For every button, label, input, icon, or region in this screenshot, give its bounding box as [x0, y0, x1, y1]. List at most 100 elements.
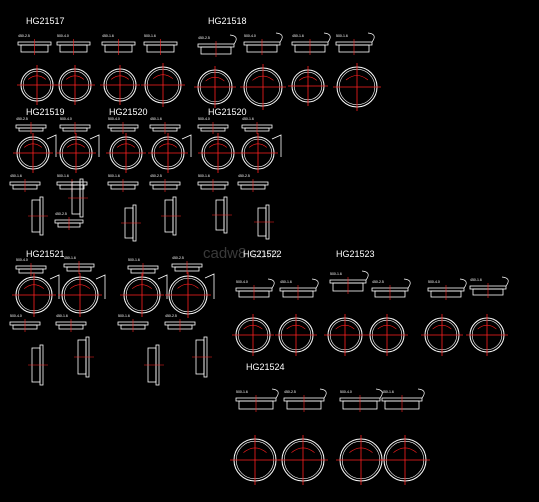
dimension-label: 450-2.5 [198, 36, 210, 40]
manhole-elevation-view: 450-1.6 [9, 174, 41, 192]
handle-arc [28, 75, 46, 80]
manhole-elevation-view: 450-1.6 [149, 117, 181, 134]
handle-arc [349, 447, 373, 453]
dimension-label: 450-2.5 [372, 280, 384, 284]
manhole-elevation-view: 450-2.5 [54, 212, 84, 230]
manhole-side-view [212, 196, 232, 234]
handle-arc [477, 324, 497, 330]
dimension-label: 500-1.6 [330, 272, 342, 276]
handle-arc [131, 284, 153, 289]
manhole-plan-view [194, 66, 236, 108]
manhole-elevation-view: 500-4.0 [9, 314, 41, 332]
davit-arm [319, 388, 327, 399]
manhole-elevation-view: 500-1.6 [143, 34, 178, 55]
dimension-label: 450-2.5 [284, 390, 296, 394]
manhole-elevation-view: 450-1.6 [381, 388, 425, 412]
group-title-hg21519: HG21519 [26, 107, 65, 117]
manhole-plan-view [336, 435, 386, 485]
manhole-elevation-view: 500-4.0 [107, 117, 139, 134]
manhole-elevation-view: 450-1.6 [63, 256, 95, 274]
davit-arm [267, 278, 275, 289]
dimension-label: 450-2.5 [18, 34, 30, 38]
dimension-label: 450-1.6 [280, 280, 292, 284]
dimension-label: 500-4.0 [340, 390, 352, 394]
group-title-hg21518: HG21518 [208, 16, 247, 26]
handle-arc [243, 324, 263, 330]
manhole-plan-view [278, 435, 328, 485]
manhole-elevation-view: 500-4.0 [427, 278, 467, 300]
handle-arc [159, 143, 177, 148]
handle-arc [432, 324, 452, 330]
dimension-label: 500-4.0 [108, 117, 120, 121]
dimension-label: 500-4.0 [10, 314, 22, 318]
watermark-text: cadw8.com [203, 245, 279, 262]
manhole-plan-view [17, 65, 57, 105]
manhole-elevation-view: 450-2.5 [17, 34, 52, 55]
dimension-label: 500-4.0 [428, 280, 440, 284]
dimension-label: 500-1.6 [57, 174, 69, 178]
handle-arc [249, 143, 267, 148]
dimension-label: 450-1.6 [64, 256, 76, 260]
dimension-label: 500-1.6 [198, 174, 210, 178]
dimension-label: 500-1.6 [108, 174, 120, 178]
manhole-side-view [68, 178, 88, 218]
manhole-side-view [28, 196, 48, 236]
manhole-elevation-view: 500-1.6 [197, 174, 229, 192]
dimension-label: 500-1.6 [236, 390, 248, 394]
manhole-elevation-view: 500-1.6 [335, 32, 375, 55]
manhole-elevation-view: 450-1.6 [241, 117, 273, 134]
dimension-label: 500-4.0 [236, 280, 248, 284]
dimension-label: 500-4.0 [57, 34, 69, 38]
manhole-plan-view [275, 314, 317, 356]
manhole-elevation-view: 450-2.5 [164, 314, 196, 332]
manhole-elevation-view: 500-4.0 [15, 258, 47, 276]
manhole-side-view [28, 344, 48, 386]
hinge-arm [181, 134, 192, 157]
davit-arm [367, 32, 375, 43]
manhole-plan-view [333, 63, 381, 111]
hinge-arm [157, 274, 168, 299]
handle-arc [243, 447, 267, 453]
manhole-plan-view [141, 63, 185, 107]
manhole-elevation-view: 450-1.6 [279, 278, 319, 300]
manhole-elevation-view: 450-2.5 [197, 34, 237, 57]
manhole-plan-view [198, 133, 238, 173]
davit-arm [275, 32, 283, 43]
group-title-hg21522: HG21522 [243, 249, 282, 259]
manhole-plan-view [58, 273, 106, 317]
manhole-plan-view [288, 66, 328, 106]
dimension-label: 450-1.6 [150, 117, 162, 121]
manhole-side-view [121, 204, 141, 242]
handle-arc [291, 447, 315, 453]
manhole-plan-view [466, 314, 508, 356]
handle-arc [252, 75, 274, 81]
handle-arc [117, 143, 135, 148]
manhole-elevation-view: 500-1.6 [235, 388, 279, 412]
dimension-label: 450-1.6 [292, 34, 304, 38]
manhole-elevation-view: 450-1.6 [291, 32, 331, 55]
dimension-label: 450-2.5 [55, 212, 67, 216]
manhole-elevation-view: 500-4.0 [56, 34, 91, 55]
hinge-arm [89, 134, 100, 157]
dimension-label: 450-1.6 [102, 34, 114, 38]
handle-arc [209, 143, 227, 148]
davit-arm [375, 388, 383, 399]
manhole-elevation-view: 450-1.6 [469, 276, 509, 298]
dimension-label: 450-2.5 [16, 117, 28, 121]
handle-arc [335, 324, 355, 330]
hinge-arm [46, 134, 57, 157]
group-title-hg21524: HG21524 [246, 362, 285, 372]
handle-arc [345, 75, 369, 81]
manhole-plan-view [240, 64, 286, 110]
manhole-plan-view [148, 133, 192, 173]
dimension-label: 450-1.6 [470, 278, 482, 282]
manhole-plan-view [230, 435, 280, 485]
manhole-elevation-view: 500-1.6 [329, 270, 369, 294]
manhole-side-view [254, 204, 274, 240]
dimension-label: 450-2.5 [172, 256, 184, 260]
dimension-label: 450-1.6 [56, 314, 68, 318]
manhole-elevation-view: 500-4.0 [235, 278, 275, 300]
hinge-arm [271, 134, 282, 157]
handle-arc [152, 74, 174, 79]
